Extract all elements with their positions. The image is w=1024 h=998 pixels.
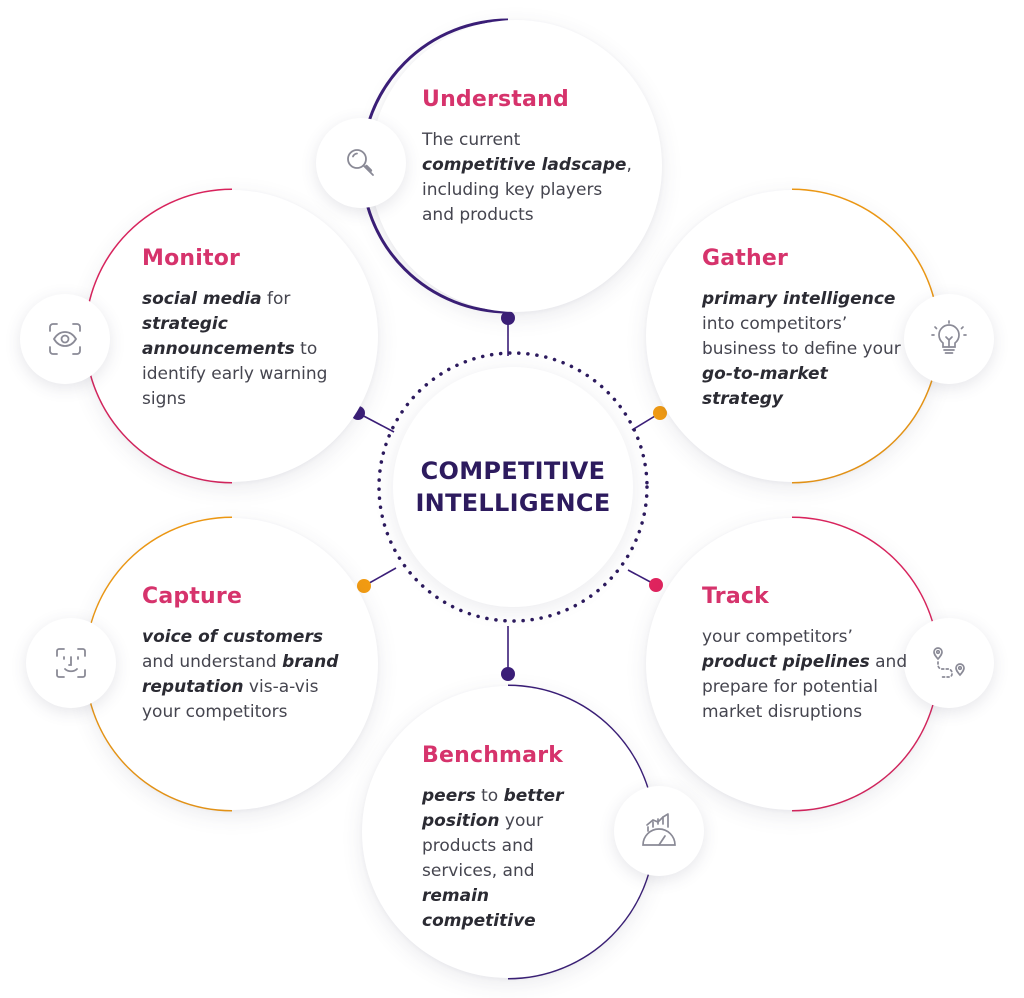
body-text: and understand (142, 652, 283, 673)
body-emphasis: primary intelligence (702, 289, 896, 310)
body-text: to (475, 786, 504, 807)
body-emphasis: product pipelines (702, 652, 870, 673)
monitor-body: social media for strategic announcements… (142, 287, 352, 412)
monitor-icon-bubble (20, 294, 110, 384)
track-node: Track your competitors’ product pipeline… (702, 584, 912, 725)
track-icon-bubble (904, 618, 994, 708)
body-emphasis: social media (142, 289, 262, 310)
track-title: Track (702, 584, 769, 609)
gather-node: Gather primary intelligence into competi… (702, 246, 912, 412)
benchmark-node: Benchmark peers to better position your … (422, 743, 632, 934)
center-hub: COMPETITIVE INTELLIGENCE (393, 367, 633, 607)
body-emphasis: remain competitive (422, 886, 536, 932)
understand-icon-bubble (316, 118, 406, 208)
route-pin-icon (933, 647, 965, 678)
body-text: The current (422, 130, 521, 151)
capture-node: Capture voice of customers and understan… (142, 584, 352, 725)
body-text: your competitors’ (702, 627, 853, 648)
lightbulb-icon (931, 320, 967, 354)
capture-connector (363, 567, 397, 587)
track-connector (627, 569, 657, 586)
capture-body: voice of customers and understand brand … (142, 625, 352, 725)
benchmark-title: Benchmark (422, 743, 564, 768)
benchmark-dot (501, 667, 515, 681)
body-emphasis: competitive ladscape (422, 155, 627, 176)
monitor-title: Monitor (142, 246, 241, 271)
understand-title: Understand (422, 87, 569, 112)
face-scan-icon (56, 648, 86, 678)
gauge-chart-icon (642, 813, 676, 846)
capture-dot (357, 579, 371, 593)
monitor-connector (357, 412, 395, 433)
body-text: into competitors’ business to define you… (702, 314, 901, 360)
benchmark-body: peers to better position your products a… (422, 784, 592, 934)
body-emphasis: strategic announcements (142, 314, 295, 360)
gather-body: primary intelligence into competitors’ b… (702, 287, 912, 412)
body-emphasis: go-to-market strategy (702, 364, 828, 410)
understand-node: Understand The current competitive ladsc… (422, 87, 632, 228)
monitor-node: Monitor social media for strategic annou… (142, 246, 352, 412)
gather-title: Gather (702, 246, 789, 271)
capture-title: Capture (142, 584, 243, 609)
capture-icon-bubble (26, 618, 116, 708)
track-dot (649, 578, 663, 592)
gather-connector (631, 412, 661, 431)
track-body: your competitors’ product pipelines and … (702, 625, 912, 725)
understand-dot (501, 311, 515, 325)
body-emphasis: peers (422, 786, 476, 807)
center-title-line1: COMPETITIVE (420, 457, 606, 485)
magnifier-icon (347, 149, 374, 176)
center-title-line2: INTELLIGENCE (415, 489, 611, 517)
body-text: for (261, 289, 291, 310)
gather-icon-bubble (904, 294, 994, 384)
understand-body: The current competitive ladscape, includ… (422, 128, 632, 228)
eye-scan-icon (49, 323, 81, 355)
body-emphasis: voice of customers (142, 627, 323, 648)
